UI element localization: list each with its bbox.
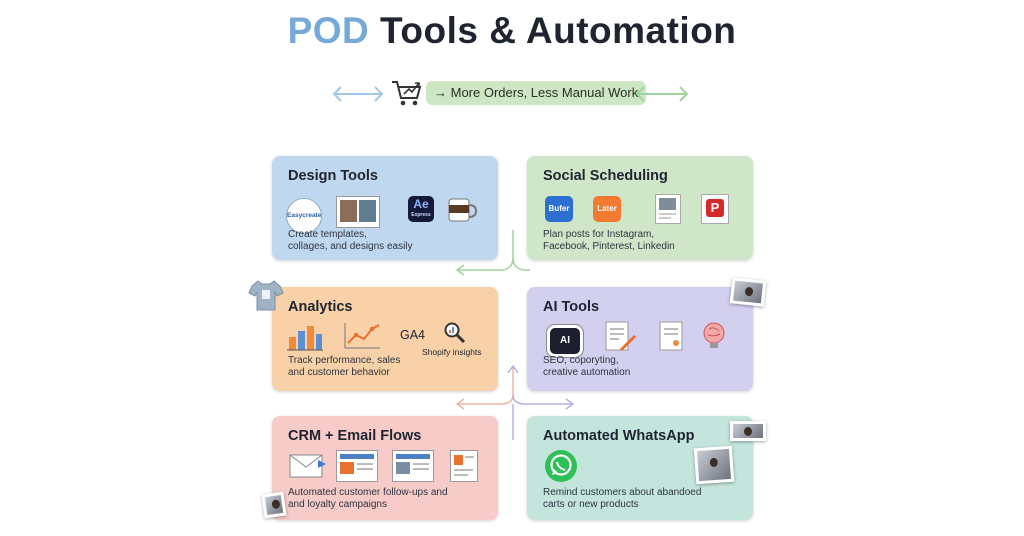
- document-icon: [659, 321, 683, 351]
- adobe-express-icon: Ae Express: [408, 196, 434, 222]
- card-ai-tools[interactable]: AI Tools AI SEO, coporyting, creative au…: [527, 287, 753, 391]
- line-chart-icon: [344, 323, 380, 349]
- page-title: POD Tools & Automation: [0, 10, 1024, 52]
- double-arrow-left-icon: [332, 86, 384, 102]
- ai-chip-icon: AI: [547, 325, 583, 357]
- tagline-banner: → More Orders, Less Manual Work: [330, 76, 695, 112]
- bar-chart-icon: [287, 326, 323, 351]
- card-title: Social Scheduling: [543, 168, 668, 184]
- photo-thumbnail: [261, 491, 287, 519]
- later-icon: Later: [593, 196, 621, 222]
- photo-album-icon: [336, 196, 380, 228]
- ae-sub-text: Express: [411, 212, 431, 218]
- card-automated-whatsapp[interactable]: Automated WhatsApp Remind customers abou…: [527, 416, 753, 520]
- card-description: Create templates, collages, and designs …: [288, 229, 413, 252]
- later-text: Later: [597, 204, 617, 213]
- easy-collage-logo: Easycreate: [286, 198, 322, 234]
- magnifier-icon: [444, 322, 466, 344]
- ae-text: Ae: [413, 197, 429, 211]
- photo-thumbnail: [729, 277, 767, 307]
- ga4-label: GA4: [400, 328, 426, 342]
- post-preview-icon: [655, 194, 681, 224]
- logo-text: Easycreate: [287, 212, 322, 219]
- title-accent: POD: [287, 10, 370, 51]
- photo-thumbnail: [693, 445, 735, 485]
- card-title: CRM + Email Flows: [288, 428, 422, 444]
- shopping-cart-icon: [392, 81, 422, 106]
- card-title: Design Tools: [288, 168, 378, 184]
- card-description: Plan posts for Instagram, Facebook, Pint…: [543, 229, 675, 252]
- card-crm-email[interactable]: CRM + Email Flows Automated customer fol…: [272, 416, 498, 520]
- card-description: Track performance, sales and customer be…: [288, 355, 401, 378]
- document-edit-icon: [605, 321, 637, 352]
- shopify-insights-label: Shopify insights: [422, 347, 482, 357]
- coffee-mug-icon: [448, 198, 478, 222]
- pinterest-icon: P: [701, 194, 729, 224]
- buffer-text: Bufer: [548, 204, 570, 213]
- newsletter-icon: [392, 450, 434, 482]
- card-design-tools[interactable]: Design Tools Easycreate Ae Express Creat…: [272, 156, 498, 260]
- title-main: Tools & Automation: [380, 10, 737, 51]
- card-analytics[interactable]: Analytics GA4 Shopify insights Track per…: [272, 287, 498, 391]
- card-description: Automated customer follow-ups and and lo…: [288, 487, 448, 510]
- brain-icon: [703, 322, 725, 348]
- card-description: SEO, coporyting, creative automation: [543, 355, 631, 378]
- card-title: Automated WhatsApp: [543, 428, 695, 444]
- card-title: AI Tools: [543, 299, 600, 315]
- double-arrow-right-icon: [635, 86, 689, 102]
- whatsapp-icon: [545, 450, 577, 482]
- card-description: Remind customers about abandoed carts or…: [543, 487, 702, 510]
- photo-thumbnail: [730, 421, 766, 441]
- tshirt-icon: [248, 280, 284, 311]
- tagline-pill: → More Orders, Less Manual Work: [426, 81, 647, 105]
- newsletter-icon: [336, 450, 378, 482]
- ai-text: AI: [560, 335, 570, 346]
- card-title: Analytics: [288, 299, 353, 315]
- card-social-scheduling[interactable]: Social Scheduling Bufer Later P Plan pos…: [527, 156, 753, 260]
- buffer-icon: Bufer: [545, 196, 573, 222]
- email-icon: [289, 454, 326, 478]
- template-icon: [450, 450, 478, 482]
